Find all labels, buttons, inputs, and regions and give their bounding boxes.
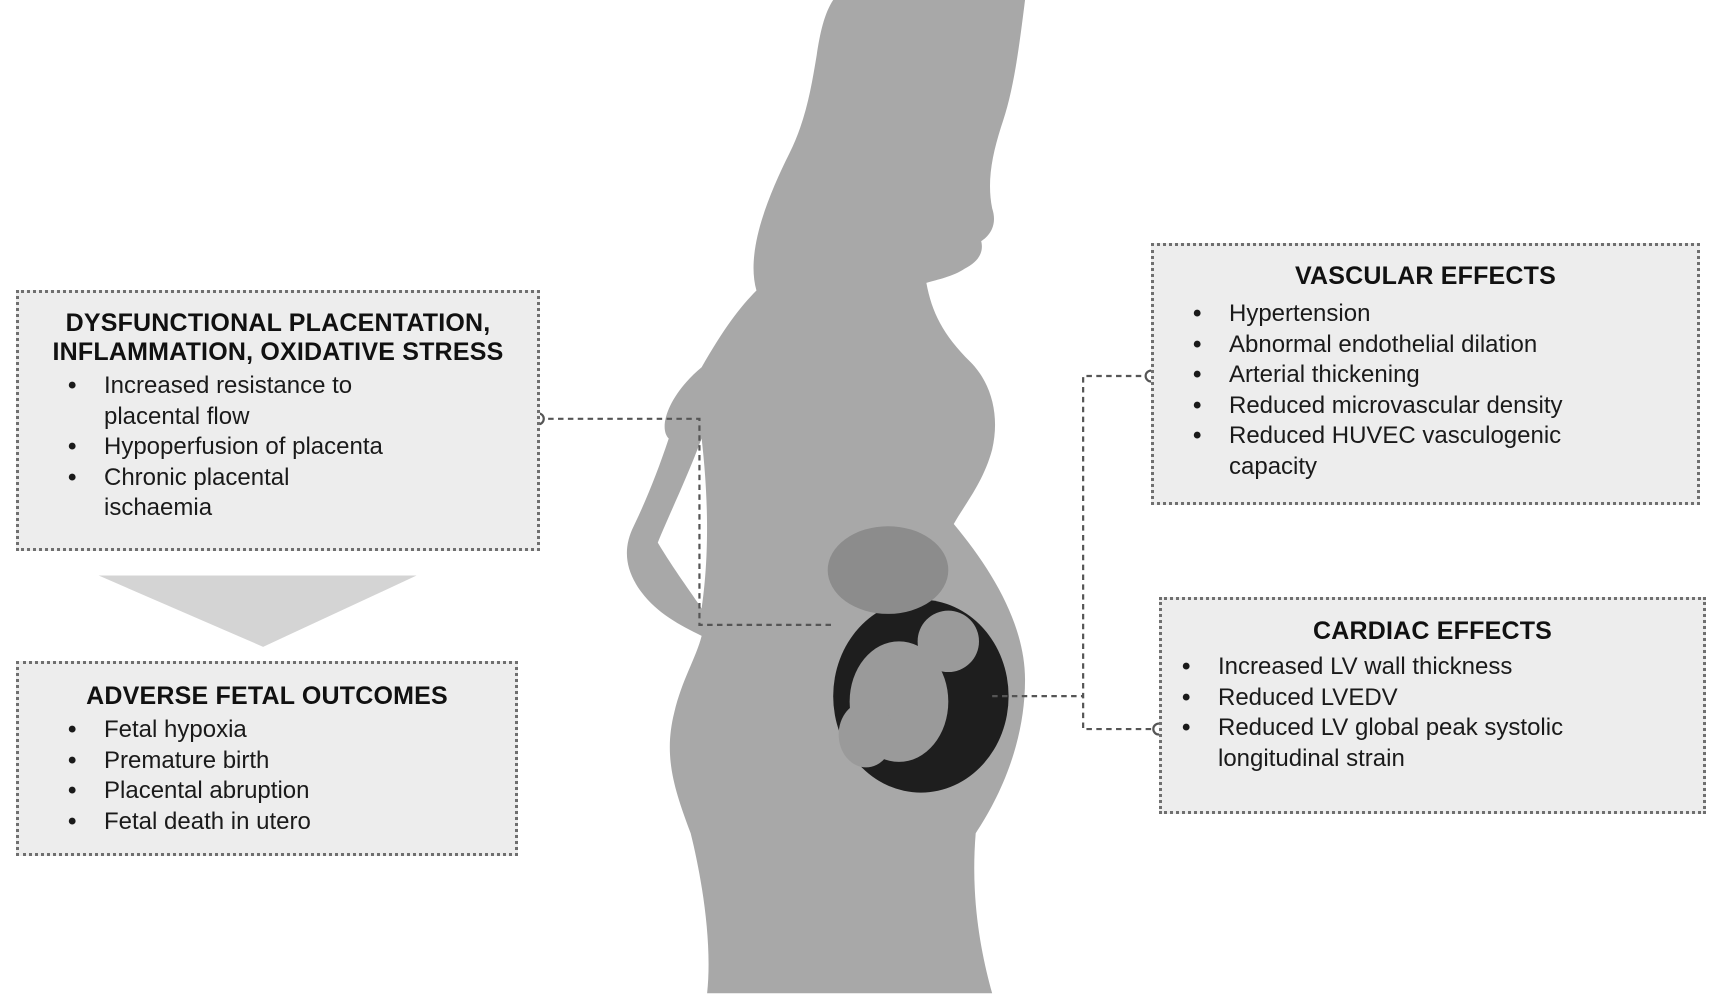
list-item: Hypertension	[1193, 299, 1697, 330]
list-item: Premature birth	[68, 746, 515, 777]
placentation-title: DYSFUNCTIONAL PLACENTATION,INFLAMMATION,…	[52, 309, 504, 366]
list-item: Abnormal endothelial dilation	[1193, 330, 1697, 361]
fetal-outcomes-title: ADVERSE FETAL OUTCOMES	[86, 682, 448, 710]
fetal-outcomes-list: Fetal hypoxia Premature birth Placental …	[19, 715, 515, 837]
list-item: Fetal hypoxia	[68, 715, 515, 746]
list-item: Increased resistance to placental flow	[68, 371, 404, 432]
down-arrow	[98, 575, 417, 647]
arm-gap	[657, 438, 708, 609]
vascular-effects-title: VASCULAR EFFECTS	[1294, 262, 1557, 290]
fetus-icon	[838, 610, 979, 768]
placentation-box: DYSFUNCTIONAL PLACENTATION,INFLAMMATION,…	[16, 290, 540, 551]
list-item: Reduced HUVEC vasculogenic capacity	[1193, 421, 1649, 482]
cardiac-effects-list: Increased LV wall thickness Reduced LVED…	[1162, 652, 1703, 774]
list-item: Arterial thickening	[1193, 360, 1697, 391]
list-item: Fetal death in utero	[68, 807, 515, 838]
list-item: Placental abruption	[68, 776, 515, 807]
vascular-effects-list: Hypertension Abnormal endothelial dilati…	[1154, 299, 1697, 482]
list-item: Hypoperfusion of placenta	[68, 432, 537, 463]
placentation-list: Increased resistance to placental flow H…	[19, 371, 537, 524]
cardiac-effects-box: CARDIAC EFFECTS Increased LV wall thickn…	[1159, 597, 1706, 814]
list-item: Chronic placental ischaemia	[68, 463, 354, 524]
placenta-tissue	[827, 526, 949, 614]
fetal-outcomes-box: ADVERSE FETAL OUTCOMES Fetal hypoxia Pre…	[16, 661, 518, 856]
list-item: Reduced LVEDV	[1182, 683, 1703, 714]
vascular-effects-box: VASCULAR EFFECTS Hypertension Abnormal e…	[1151, 243, 1700, 505]
list-item: Reduced LV global peak systolic longitud…	[1182, 713, 1658, 774]
list-item: Reduced microvascular density	[1193, 391, 1697, 422]
list-item: Increased LV wall thickness	[1182, 652, 1703, 683]
cardiac-effects-title: CARDIAC EFFECTS	[1312, 617, 1553, 645]
connector-lines	[538, 374, 1159, 731]
